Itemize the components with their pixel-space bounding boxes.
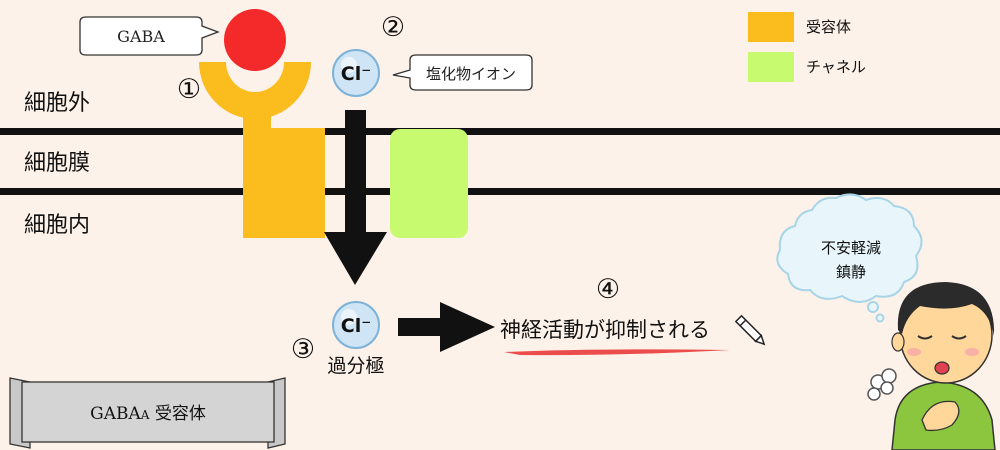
legend-receptor-swatch xyxy=(748,12,794,42)
result-underline xyxy=(504,349,730,356)
step-3-number: ③ xyxy=(291,334,315,365)
step-2-number: ② xyxy=(381,12,405,43)
relieved-person-illustration xyxy=(891,282,996,450)
ion-influx-arrow xyxy=(324,110,387,285)
step-4-number: ④ xyxy=(596,274,620,305)
legend-channel-label: チャネル xyxy=(806,58,866,76)
step-1-number: ① xyxy=(177,74,201,105)
banner-title: GABAA 受容体 xyxy=(90,404,206,424)
region-label-outside: 細胞外 xyxy=(24,91,90,116)
hyperpolarization-label: 過分極 xyxy=(327,355,384,377)
legend: 受容体 チャネル xyxy=(748,12,866,82)
legend-channel-swatch xyxy=(748,52,794,82)
chloride-channel xyxy=(390,129,468,238)
banner-title-subscript: A xyxy=(140,408,150,422)
chloride-ion-inside: Cl⁻ xyxy=(332,301,380,349)
title-banner: GABAA 受容体 xyxy=(9,377,286,449)
gaba-callout-text: GABA xyxy=(117,27,165,46)
gaba-receptor xyxy=(199,62,325,238)
thought-bubble-line1: 不安軽減 xyxy=(821,239,881,257)
breath-puff-icon xyxy=(867,368,897,401)
banner-title-rest: 受容体 xyxy=(149,404,205,424)
gaba-callout: GABA xyxy=(79,16,220,56)
chloride-callout: 塩化物イオン xyxy=(392,54,533,91)
chloride-ion-inside-label: Cl⁻ xyxy=(341,315,372,337)
thought-bubble-line2: 鎮静 xyxy=(836,263,866,281)
pencil-icon xyxy=(734,314,766,346)
result-arrow xyxy=(398,302,495,352)
result-text: 神経活動が抑制される xyxy=(500,318,710,342)
gaba-molecule xyxy=(224,9,286,71)
legend-receptor-label: 受容体 xyxy=(806,18,851,36)
cell-membrane-lines xyxy=(0,128,1000,195)
banner-title-main: GABA xyxy=(90,404,141,424)
chloride-callout-text: 塩化物イオン xyxy=(426,65,516,83)
chloride-ion-outside-label: Cl⁻ xyxy=(341,63,372,85)
thought-bubble xyxy=(776,193,923,323)
region-label-inside: 細胞内 xyxy=(24,213,90,238)
region-label-membrane: 細胞膜 xyxy=(24,151,90,176)
chloride-ion-outside: Cl⁻ xyxy=(332,49,380,97)
